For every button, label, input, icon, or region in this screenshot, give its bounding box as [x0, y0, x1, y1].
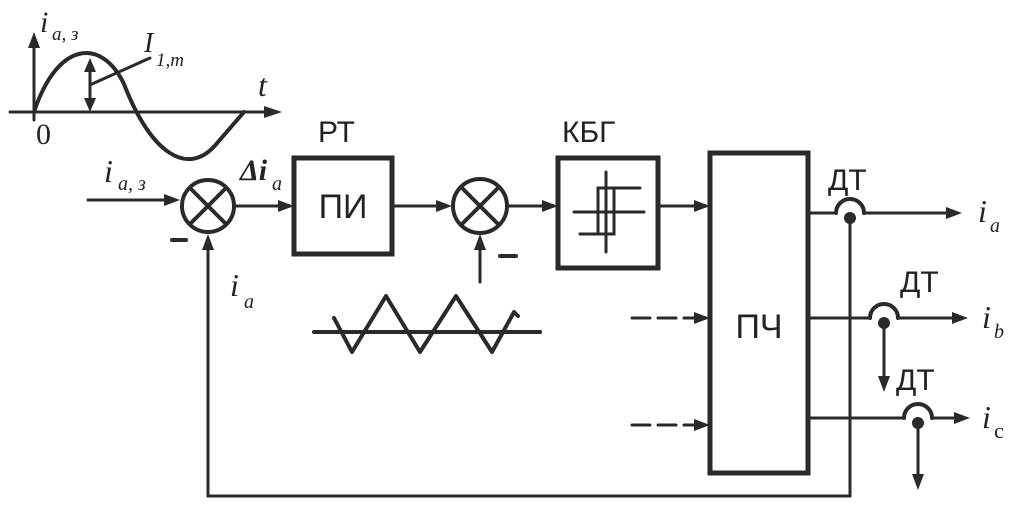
- output-b-sub: b: [994, 321, 1004, 343]
- graph-ylabel-sub: a, з: [52, 24, 78, 45]
- feedback-label: i: [230, 267, 239, 303]
- current-sensor-c: [902, 402, 934, 420]
- feedback-arrow-icon: [202, 234, 214, 250]
- sensor-b-arrow-icon: [878, 376, 890, 392]
- converter-input-c-arrow-icon: [694, 419, 710, 431]
- regulator-title: РТ: [318, 116, 355, 149]
- regulator-label: ПИ: [319, 188, 368, 226]
- sensor-label-a: ДТ: [828, 164, 867, 197]
- converter-block: [707, 150, 811, 476]
- error-arrow-icon: [278, 200, 294, 212]
- sensor-c-arrow-icon: [912, 474, 924, 490]
- amplitude-label: I: [143, 28, 155, 59]
- current-sensor-a: [834, 197, 866, 215]
- feedback-loop: [206, 246, 852, 498]
- amplitude-leader: [90, 56, 152, 86]
- amplitude-arrow-down-icon: [84, 98, 96, 112]
- sensor-label-b: ДТ: [900, 266, 939, 299]
- time-axis-arrow-icon: [264, 106, 282, 118]
- error-sub: a: [272, 173, 282, 195]
- output-a-sub: a: [990, 215, 1000, 237]
- amplitude-arrow-up-icon: [84, 58, 96, 72]
- sum2-out-arrow-icon: [542, 200, 558, 212]
- output-c-label: i: [982, 399, 991, 435]
- comparator-out-arrow-icon: [694, 200, 710, 212]
- output-a-arrow-icon: [946, 207, 962, 219]
- carrier-arrow-icon: [474, 234, 486, 250]
- sine-curve: [32, 51, 246, 162]
- input-sub: a, з: [118, 173, 146, 195]
- feedback-sub: a: [244, 291, 254, 313]
- current-sensor-b: [868, 302, 900, 320]
- summator-1: [180, 178, 236, 234]
- comparator-title: КБГ: [562, 116, 615, 149]
- graph-ylabel: i: [40, 6, 48, 39]
- output-b-label: i: [982, 299, 991, 335]
- comparator-block: [555, 155, 661, 271]
- input-arrow-icon: [164, 194, 180, 206]
- output-c-sub: c: [994, 418, 1004, 443]
- output-b-arrow-icon: [952, 312, 968, 324]
- summator-2: [451, 177, 509, 235]
- hysteresis-icon: [572, 170, 646, 254]
- amplitude-sub: 1,m: [156, 50, 184, 71]
- converter-input-b-arrow-icon: [694, 312, 710, 324]
- waveform-graph: [8, 32, 282, 162]
- error-label: Δi: [239, 154, 268, 187]
- input-label: i: [104, 153, 113, 189]
- converter-label: ПЧ: [735, 308, 782, 346]
- triangle-carrier-wave: [332, 294, 520, 354]
- regulator-out-arrow-icon: [436, 200, 452, 212]
- output-c-arrow-icon: [954, 412, 970, 424]
- origin-label: 0: [36, 118, 51, 151]
- time-axis-label: t: [258, 67, 268, 103]
- sensor-label-c: ДТ: [896, 364, 935, 397]
- y-axis-arrow-icon: [28, 32, 40, 48]
- output-a-label: i: [978, 193, 987, 229]
